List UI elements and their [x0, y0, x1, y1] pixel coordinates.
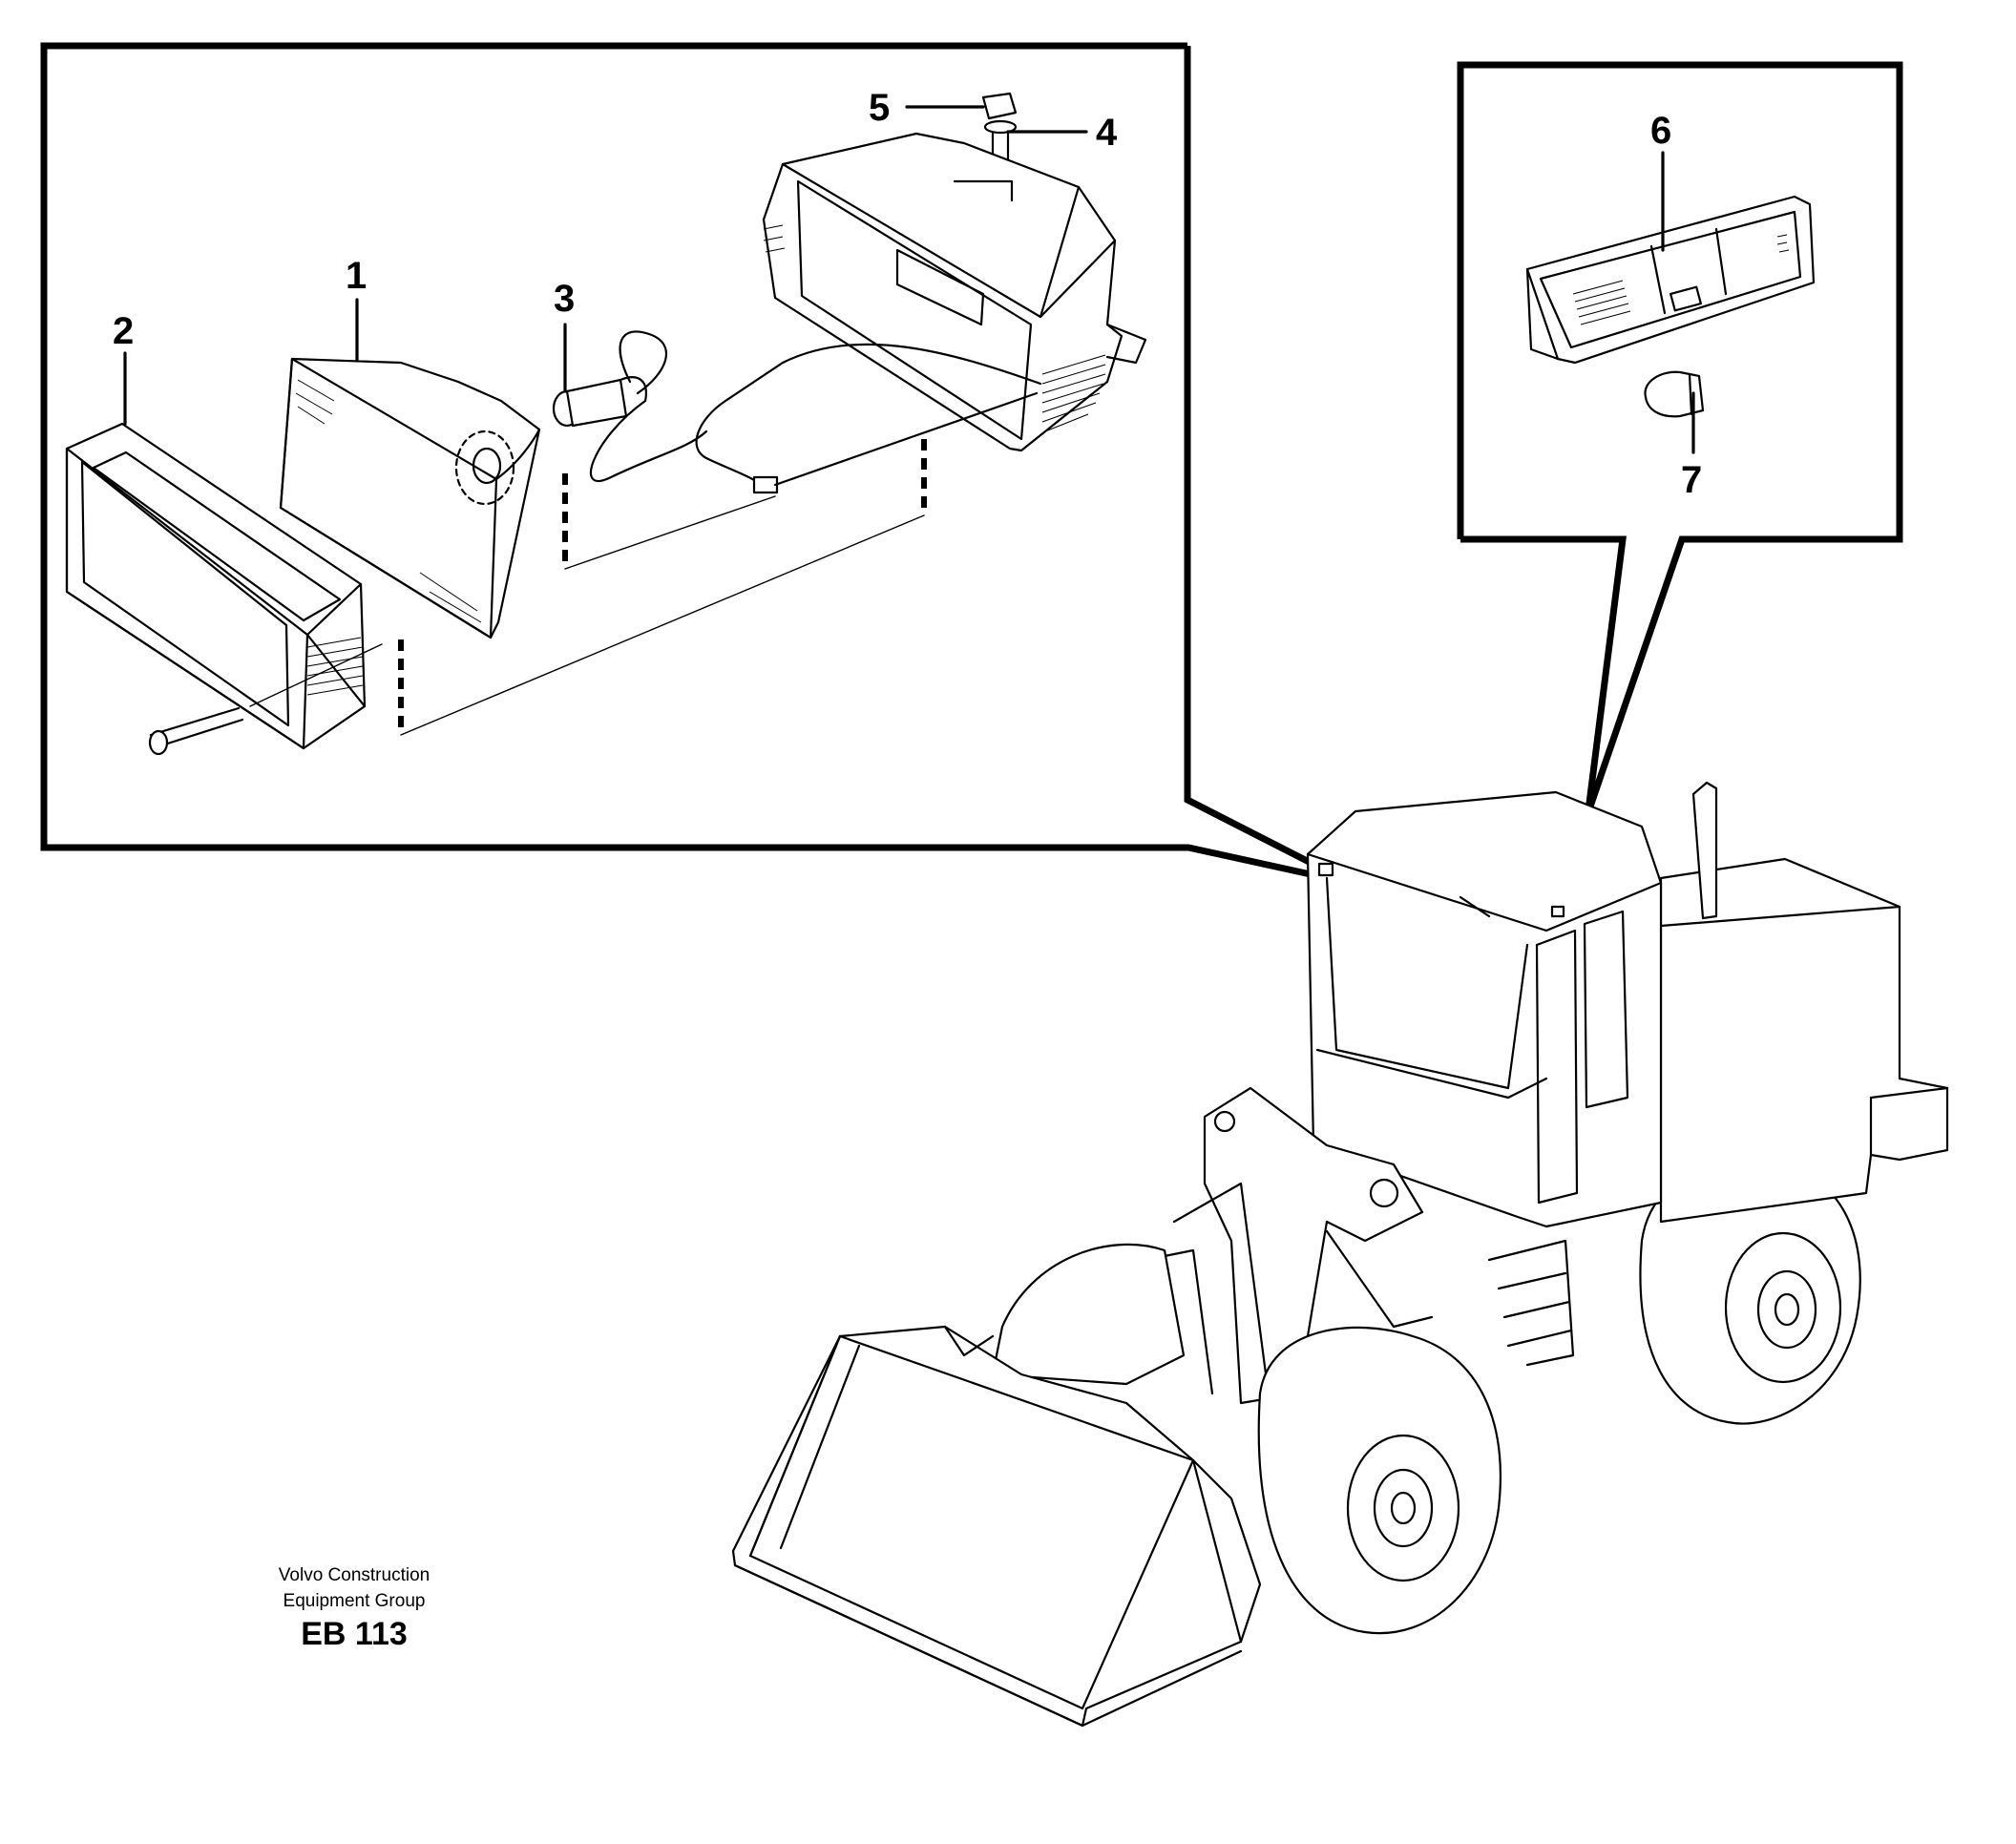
- wheel-loader-illustration: [731, 781, 1949, 1728]
- inset-frame-work-light: [40, 42, 1320, 880]
- lamp-lens-part: [279, 357, 541, 639]
- bulb-part: [552, 330, 708, 483]
- work-light-detail-inset: [40, 42, 1324, 880]
- figure-code: EB 113: [301, 1616, 408, 1652]
- lift-arms: [1144, 1086, 1434, 1405]
- assembly-guide-lines: [249, 439, 927, 736]
- callout-7: 7: [1681, 459, 1702, 501]
- publisher-caption: Volvo Construction Equipment Group EB 11…: [279, 1565, 430, 1652]
- callout-5: 5: [869, 87, 890, 129]
- caption-line-2: Equipment Group: [284, 1591, 426, 1611]
- callout-1: 1: [346, 255, 367, 297]
- interior-lamp-part: [1525, 195, 1816, 365]
- cab-interior-lamp: [1550, 905, 1565, 918]
- callout-2: 2: [113, 310, 134, 352]
- front-wheel-left: [991, 1243, 1186, 1386]
- operator-cab: [1306, 790, 1663, 1228]
- part-callouts: 1 2 3 4 5 6 7: [113, 87, 1702, 501]
- loader-bucket: [731, 1325, 1262, 1728]
- engine-hood: [1659, 781, 1949, 1224]
- front-wheel-right: [1257, 1326, 1502, 1635]
- callout-3: 3: [554, 278, 575, 320]
- interior-lamp-detail-inset: [1457, 61, 1903, 917]
- cab-steps: [1487, 1239, 1575, 1367]
- callout-6: 6: [1650, 110, 1671, 152]
- inset-frame-interior-lamp: [1457, 61, 1903, 909]
- caption-line-1: Volvo Construction: [279, 1565, 430, 1585]
- interior-bulb-part: [1644, 370, 1705, 418]
- lamp-housing-part: [695, 132, 1147, 494]
- light-frame-part: [65, 422, 367, 756]
- cab-work-light: [1317, 862, 1334, 877]
- callout-4: 4: [1096, 112, 1118, 154]
